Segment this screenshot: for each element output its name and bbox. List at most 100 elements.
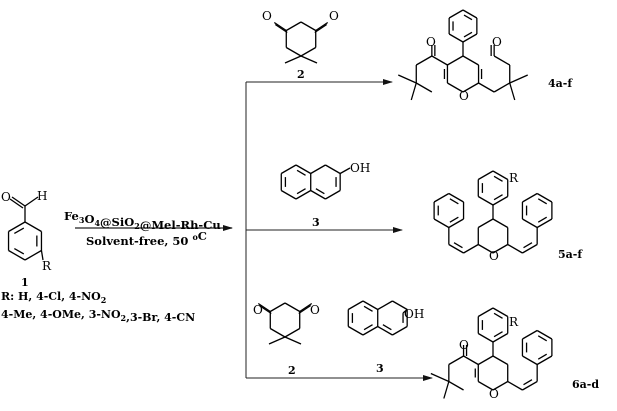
bond <box>300 21 317 32</box>
bond <box>298 304 312 315</box>
bond <box>443 381 450 399</box>
bond <box>492 380 509 391</box>
bond <box>296 169 306 176</box>
product-label-5a-f: 5a-f <box>558 248 583 261</box>
compound-number-2: 2 <box>288 364 296 377</box>
compound-number-3: 3 <box>312 216 320 229</box>
compound-number-1: 1 <box>21 276 29 289</box>
bond <box>285 46 302 57</box>
bond <box>448 9 464 19</box>
bond <box>300 46 317 57</box>
conditions-label: Solvent-free, 50 oC <box>86 229 207 248</box>
bond <box>314 23 328 34</box>
product-5: O R 5a-f <box>489 171 583 263</box>
bond <box>295 189 312 200</box>
bond <box>493 175 503 182</box>
bond <box>310 164 326 175</box>
bond <box>362 325 379 336</box>
bond <box>448 218 464 229</box>
bond <box>274 23 288 34</box>
bond <box>448 33 464 43</box>
bond <box>8 249 26 261</box>
bond <box>24 249 42 261</box>
bond <box>536 192 553 203</box>
bond <box>433 192 450 203</box>
bond <box>402 309 408 314</box>
bond <box>522 355 538 366</box>
atom-H: H <box>37 189 47 203</box>
bond <box>522 192 538 203</box>
bond <box>463 355 479 366</box>
compound-number-2: 2 <box>297 68 305 81</box>
bond <box>477 355 494 366</box>
bond <box>449 216 459 223</box>
substituent-R: R <box>509 171 519 185</box>
bond <box>377 325 393 336</box>
atom-O: O <box>1 190 11 204</box>
bond <box>284 55 302 64</box>
reagent-3-naphthol-middle: OH 3 <box>312 161 370 229</box>
substituent-R: R <box>42 259 52 273</box>
bond <box>433 218 450 229</box>
ring-O: O <box>489 249 499 263</box>
bond <box>509 82 516 101</box>
bond <box>280 189 297 200</box>
bond <box>280 164 297 175</box>
atom-O: O <box>459 338 469 352</box>
bond <box>523 379 533 386</box>
bond <box>392 300 408 311</box>
bond <box>462 9 478 19</box>
bond <box>284 302 301 313</box>
bond <box>523 242 533 249</box>
bond <box>537 198 548 205</box>
structure-bonds <box>7 9 553 399</box>
bond <box>14 227 25 235</box>
bond <box>284 327 301 338</box>
bond <box>325 164 341 175</box>
bond <box>493 82 511 93</box>
bond <box>295 164 312 175</box>
bond <box>477 380 494 391</box>
bond <box>299 302 313 313</box>
bond <box>463 31 473 38</box>
bond <box>8 221 26 233</box>
bond <box>431 55 448 66</box>
bond <box>269 302 286 313</box>
catalyst-label: Fe3O4@SiO2@Mel-Rh-Cu <box>64 209 221 232</box>
atom-O: O <box>426 35 436 49</box>
bond <box>448 380 464 391</box>
bond <box>477 243 494 254</box>
bond <box>339 167 351 175</box>
bond <box>463 243 479 254</box>
bond <box>522 329 538 340</box>
bond <box>478 82 495 93</box>
substituent-R: R <box>509 315 519 329</box>
product-label-6a-d: 6a-d <box>572 378 599 391</box>
bond <box>537 216 548 223</box>
bond <box>477 170 494 181</box>
bond <box>492 332 509 343</box>
bond <box>325 189 341 200</box>
atom-O: O <box>329 9 339 23</box>
bond <box>362 300 379 311</box>
bond <box>310 189 326 200</box>
bond <box>537 353 548 360</box>
bond <box>536 329 553 340</box>
bond <box>24 196 39 207</box>
bond <box>392 325 408 336</box>
bond <box>410 82 417 101</box>
bond <box>537 335 548 342</box>
bond <box>363 324 373 331</box>
bond <box>522 218 538 229</box>
bond <box>382 324 392 331</box>
atom-O: O <box>492 35 502 49</box>
bond <box>24 221 42 233</box>
bond <box>492 170 509 181</box>
bond <box>257 302 271 313</box>
bond <box>536 355 553 366</box>
product-6: O O R 6a-d <box>459 315 599 401</box>
bond <box>415 55 433 66</box>
bond <box>398 74 417 84</box>
atom-O: O <box>253 303 263 317</box>
